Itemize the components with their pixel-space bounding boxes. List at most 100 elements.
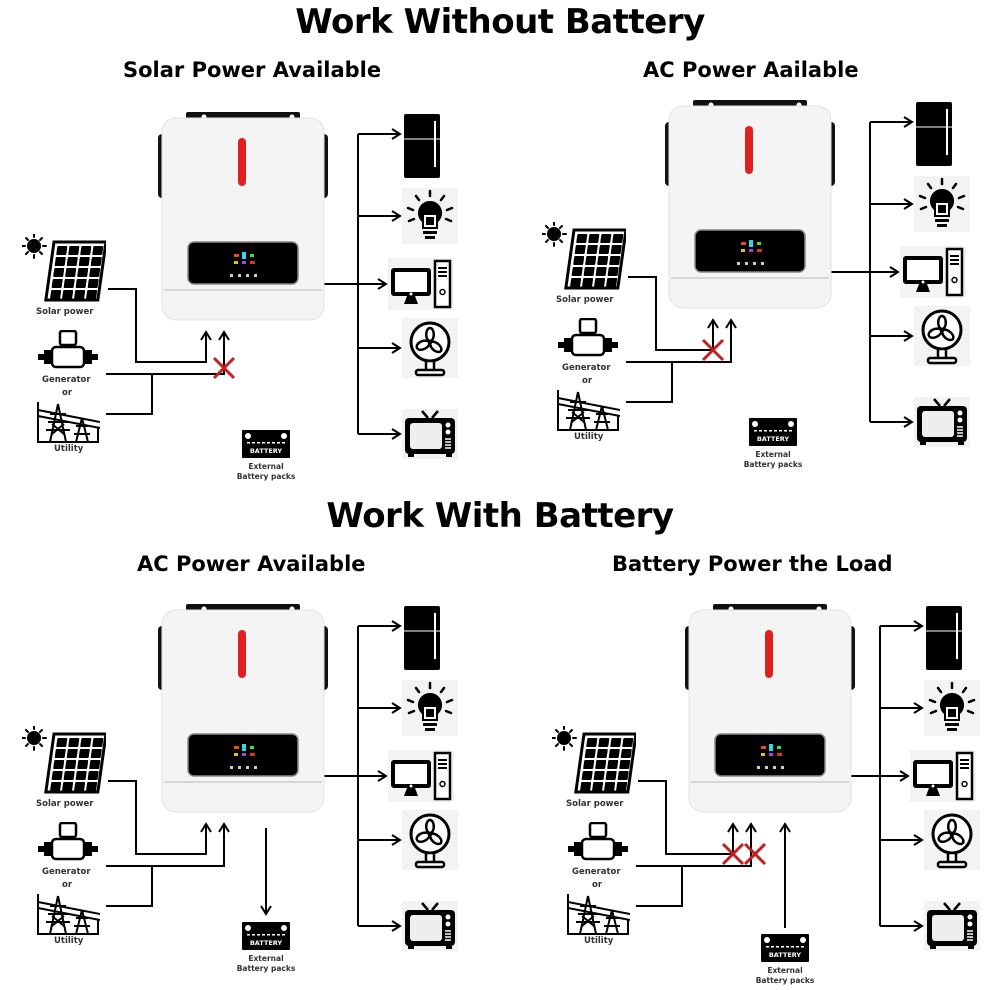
load-arrow-icon xyxy=(903,116,914,128)
utility-grid-icon xyxy=(36,400,101,448)
section-title-with-battery: Work With Battery xyxy=(326,496,674,536)
generator-icon xyxy=(38,329,98,376)
blocked-grid-icon xyxy=(212,356,236,380)
solar-panel-icon xyxy=(551,725,638,800)
generator-label: Generator xyxy=(42,867,91,877)
television-icon xyxy=(924,901,980,955)
battery-label-line2: Battery packs xyxy=(755,976,815,985)
svg-text:BATTERY: BATTERY xyxy=(250,939,283,947)
solar-wire xyxy=(108,288,207,363)
load-arrow-icon xyxy=(913,920,924,932)
battery-label-line2: Battery packs xyxy=(236,472,296,481)
utility-label: Utility xyxy=(54,936,84,946)
grid-arrow-icon xyxy=(725,318,737,329)
output-arrow-icon xyxy=(377,770,388,782)
generator-icon xyxy=(558,317,618,364)
generator-wire xyxy=(636,826,752,867)
solar-arrow-icon xyxy=(707,318,719,329)
load-arrow-icon xyxy=(391,702,402,714)
panel-title: AC Power Aailable xyxy=(643,58,859,82)
battery-icon: BATTERY xyxy=(236,430,296,462)
or-label: or xyxy=(592,880,603,890)
load-arrow-icon xyxy=(391,834,402,846)
solar-panel-icon xyxy=(21,725,108,800)
battery-charge-arrow-icon xyxy=(260,905,272,916)
wiring-diagram xyxy=(106,128,402,440)
wiring-diagram xyxy=(636,620,924,932)
refrigerator-icon xyxy=(402,113,442,183)
section-title-without-battery: Work Without Battery xyxy=(295,2,705,42)
utility-grid-icon xyxy=(566,892,631,940)
utility-grid-icon xyxy=(556,388,621,436)
light-bulb-icon xyxy=(402,188,458,248)
wiring-diagram xyxy=(106,620,402,932)
inverter-unit xyxy=(158,604,328,823)
utility-grid-icon xyxy=(36,892,101,940)
solar-arrow-icon xyxy=(200,822,212,833)
solar-label: Solar power xyxy=(36,307,94,317)
svg-text:BATTERY: BATTERY xyxy=(769,951,802,959)
utility-label: Utility xyxy=(54,444,84,454)
generator-wire xyxy=(106,334,225,375)
blocked-solar-icon xyxy=(721,842,745,866)
battery-label-line2: Battery packs xyxy=(236,964,296,973)
generator-label: Generator xyxy=(42,375,91,385)
load-arrow-icon xyxy=(913,702,924,714)
load-arrow-icon xyxy=(903,198,914,210)
computer-icon xyxy=(910,750,976,806)
load-arrow-icon xyxy=(391,210,402,222)
solar-panel-icon xyxy=(541,221,628,296)
battery-label-line1: External xyxy=(767,966,803,975)
utility-wire xyxy=(106,374,153,415)
load-arrow-icon xyxy=(913,620,924,632)
fan-icon xyxy=(914,306,970,370)
output-arrow-icon xyxy=(889,266,900,278)
utility-wire xyxy=(626,362,673,403)
utility-wire xyxy=(636,866,683,907)
refrigerator-icon xyxy=(914,101,954,171)
light-bulb-icon xyxy=(402,680,458,740)
refrigerator-icon xyxy=(402,605,442,675)
load-arrow-icon xyxy=(903,330,914,342)
battery-label-line1: External xyxy=(248,462,284,471)
grid-arrow-icon xyxy=(745,822,757,833)
generator-label: Generator xyxy=(562,363,611,373)
solar-arrow-icon xyxy=(200,330,212,341)
battery-label-line1: External xyxy=(755,450,791,459)
load-arrow-icon xyxy=(391,620,402,632)
refrigerator-icon xyxy=(924,605,964,675)
generator-wire xyxy=(106,826,225,867)
solar-label: Solar power xyxy=(556,295,614,305)
blocked-solar-icon xyxy=(701,338,725,362)
svg-text:BATTERY: BATTERY xyxy=(757,435,790,443)
battery-icon: BATTERY xyxy=(743,418,803,450)
television-icon xyxy=(914,397,970,451)
or-label: or xyxy=(62,880,73,890)
computer-icon xyxy=(388,258,454,314)
battery-icon: BATTERY xyxy=(755,934,815,966)
battery-label-line2: Battery packs xyxy=(743,460,803,469)
inverter-unit xyxy=(665,100,835,319)
load-arrow-icon xyxy=(913,834,924,846)
generator-label: Generator xyxy=(572,867,621,877)
or-label: or xyxy=(582,376,593,386)
light-bulb-icon xyxy=(914,176,970,236)
inverter-unit xyxy=(685,604,855,823)
solar-wire xyxy=(108,780,207,855)
panel-title: Solar Power Available xyxy=(123,58,382,82)
solar-wire xyxy=(638,780,734,855)
solar-label: Solar power xyxy=(566,799,624,809)
load-arrow-icon xyxy=(391,428,402,440)
inverter-unit xyxy=(158,112,328,331)
output-arrow-icon xyxy=(377,278,388,290)
wiring-diagram xyxy=(626,116,914,428)
solar-label: Solar power xyxy=(36,799,94,809)
grid-arrow-icon xyxy=(218,330,230,341)
